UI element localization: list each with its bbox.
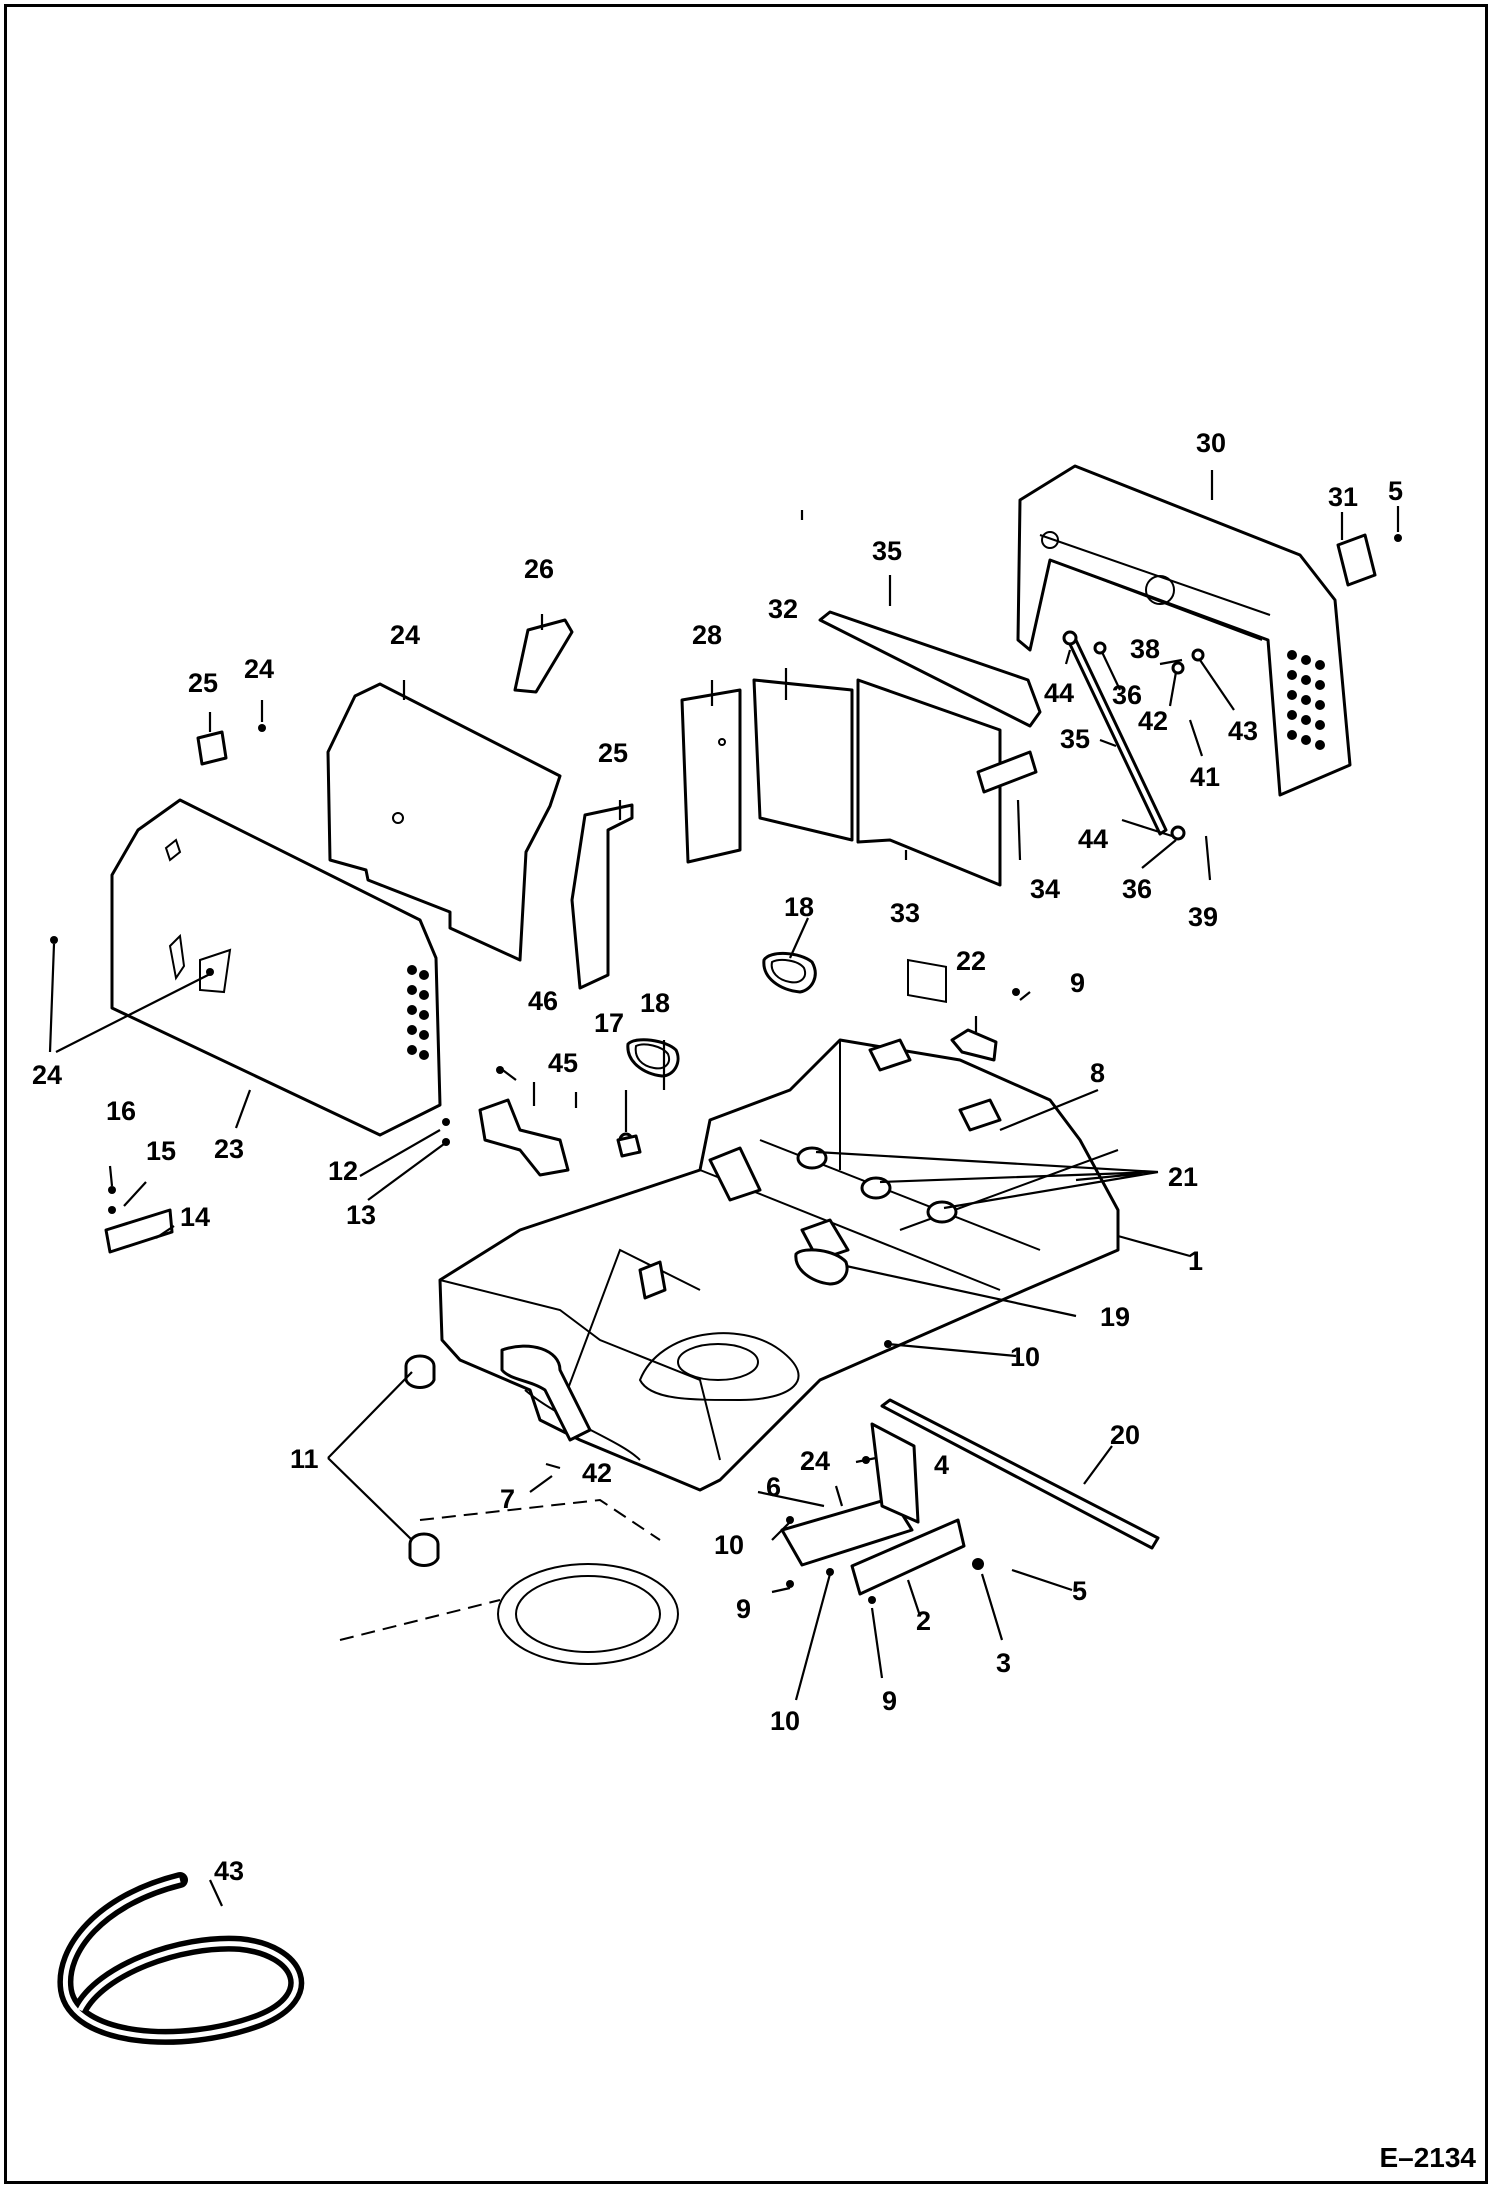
callout-42: 42: [582, 1458, 612, 1488]
callout-17: 17: [594, 1008, 624, 1038]
hood-latch-part-41: [1336, 533, 1377, 587]
callout-35-top: 36: [1112, 680, 1142, 710]
callout-10-top: 10: [1010, 1342, 1040, 1372]
callout-24-left: 24: [32, 1060, 62, 1090]
leader-lines: [48, 470, 1400, 1907]
callout-28: 26: [524, 554, 554, 584]
callout-24-top: 24: [244, 654, 274, 684]
callout-10-left: 10: [714, 1530, 744, 1560]
gas-strut-part-34: [1062, 630, 1205, 841]
grommet-part-18-lower: [626, 1038, 680, 1078]
callout-23: 23: [214, 1134, 244, 1164]
callout-45: 45: [548, 1048, 578, 1078]
engine-hood-part-40: [1016, 464, 1352, 797]
top-panel-part-33: [818, 610, 1042, 728]
callout-13: 13: [346, 1200, 376, 1230]
callout-18-top: 18: [784, 892, 814, 922]
rear-cover-part-26: [326, 682, 562, 962]
callout-8: 8: [1090, 1058, 1105, 1088]
callout-22: 22: [956, 946, 986, 976]
callout-10-bottom: 10: [770, 1706, 800, 1736]
callout-44-bottom: 44: [1078, 824, 1108, 854]
callout-2: 2: [916, 1606, 931, 1636]
callout-32: 34: [1030, 874, 1060, 904]
callout-14: 14: [180, 1202, 210, 1232]
callout-29: 28: [692, 620, 722, 650]
callout-37: 41: [1190, 762, 1220, 792]
callout-43: 43: [214, 1856, 244, 1886]
callout-24-bottom: 24: [800, 1446, 830, 1476]
callout-12: 12: [328, 1156, 358, 1186]
seal-hose-part-43: [57, 1872, 305, 2045]
callout-21: 21: [1168, 1162, 1198, 1192]
end-panel-part-29: [680, 688, 742, 864]
latch-part-25: [196, 730, 228, 766]
callout-38: 42: [1138, 706, 1168, 736]
callout-16: 16: [106, 1096, 136, 1126]
callout-26: 24: [390, 620, 420, 650]
callout-34: 35: [1060, 724, 1090, 754]
callout-5-top: 5: [1388, 476, 1403, 506]
callout-27: 25: [598, 738, 628, 768]
plate-part-2: [850, 1518, 966, 1596]
callout-44-top: 44: [1044, 678, 1074, 708]
corner-trim-part-28: [513, 618, 574, 694]
upper-frame-part-1: [438, 1038, 1120, 1492]
grommet-part-19: [794, 1248, 849, 1286]
grommet-part-18-upper: [762, 952, 817, 994]
callout-11: 11: [290, 1444, 319, 1474]
side-panel-part-30: [752, 678, 854, 842]
swing-bearing-ring: [339, 1498, 679, 1665]
callout-9-left: 9: [736, 1594, 751, 1624]
bracket-part-32: [976, 750, 1038, 794]
callout-36-top: 38: [1130, 634, 1160, 664]
callout-1: 1: [1188, 1246, 1203, 1276]
callout-31: 33: [890, 898, 920, 928]
handle-part-14: [104, 1208, 174, 1254]
callout-3: 4: [934, 1450, 949, 1480]
callout-9-bottom: 9: [882, 1686, 897, 1716]
diagram-code: E–2134: [1379, 2142, 1476, 2173]
callout-25: 25: [188, 668, 218, 698]
callout-19: 19: [1100, 1302, 1130, 1332]
callout-15: 15: [146, 1136, 176, 1166]
sheet-border: [4, 4, 1488, 2184]
callout-36-bottom: 39: [1188, 902, 1218, 932]
fastener-hardware: [50, 534, 1402, 1604]
callout-41: 31: [1328, 482, 1358, 512]
corner-trim-part-27: [570, 803, 634, 990]
callout-labels: 30 31 5 35 26 24 32 28 25 24 25 38 44 36…: [32, 428, 1403, 1886]
callout-5-bottom: 5: [1072, 1576, 1087, 1606]
callout-46: 46: [528, 986, 558, 1016]
callout-18-mid: 18: [640, 988, 670, 1018]
mount-bracket-part-45: [478, 1098, 570, 1177]
callout-9-top: 9: [1070, 968, 1085, 998]
isolator-mount-part-11-lower: [408, 1532, 440, 1567]
callout-7: 7: [500, 1484, 515, 1514]
callout-6: 6: [766, 1472, 781, 1502]
cap-part-17: [616, 1134, 642, 1158]
isolator-mount-part-11-upper: [404, 1354, 436, 1389]
bar-part-20: [880, 1398, 1160, 1550]
bracket-part-22: [950, 1028, 998, 1062]
plate-part-6: [780, 1496, 914, 1567]
callout-20: 20: [1110, 1420, 1140, 1450]
callout-4: 3: [996, 1648, 1011, 1678]
bracket-part-3: [870, 1422, 920, 1524]
callout-30: 32: [768, 594, 798, 624]
callout-33: 35: [872, 536, 902, 566]
callout-35-bottom: 36: [1122, 874, 1152, 904]
callout-39: 43: [1228, 716, 1258, 746]
callout-40: 30: [1196, 428, 1226, 458]
side-cover-part-23: [110, 798, 442, 1137]
